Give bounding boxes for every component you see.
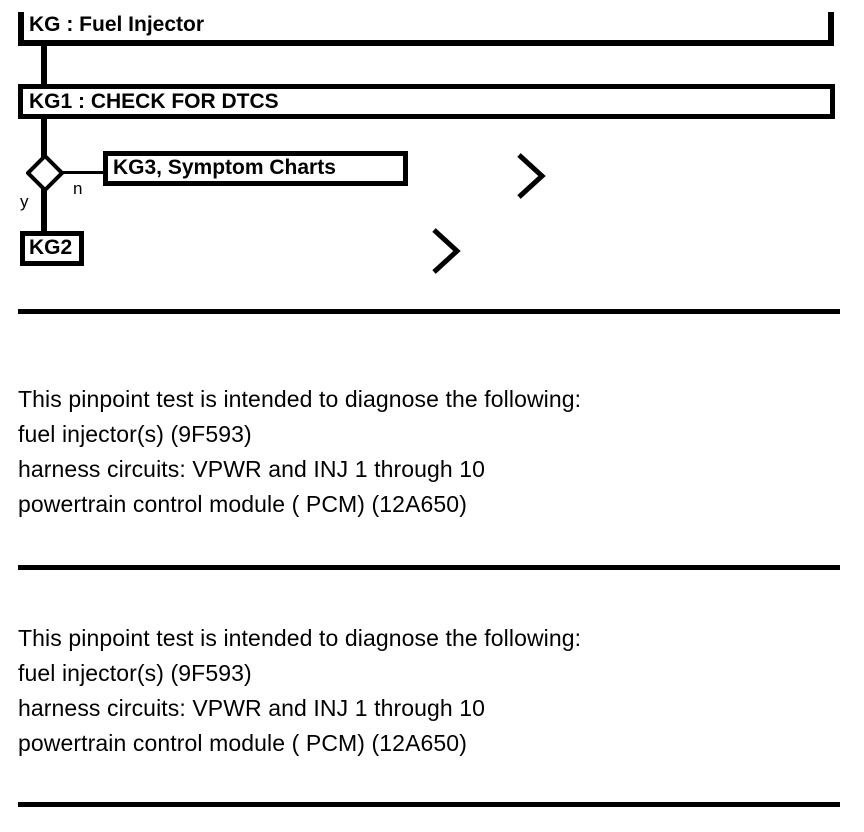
- flowchart-title-bar: KG : Fuel Injector: [18, 12, 834, 46]
- description-line: powertrain control module ( PCM) (12A650…: [18, 730, 467, 756]
- description-block: This pinpoint test is intended to diagno…: [18, 382, 818, 522]
- horizontal-divider: [18, 802, 840, 807]
- flowchart-ref-label-kg2: KG2: [29, 236, 73, 259]
- connector-decision-to-kg2: [41, 188, 47, 234]
- decision-no-label: n: [73, 179, 83, 198]
- description-line: harness circuits: VPWR and INJ 1 through…: [18, 456, 486, 482]
- connector-title-to-step: [41, 44, 47, 86]
- decision-diamond-icon: [26, 154, 64, 192]
- description-line: fuel injector(s) (9F593): [18, 660, 252, 686]
- decision-yes-label: y: [20, 192, 29, 211]
- connector-step-to-decision: [41, 117, 47, 157]
- description-line: This pinpoint test is intended to diagno…: [18, 386, 582, 412]
- description-line: harness circuits: VPWR and INJ 1 through…: [18, 695, 486, 721]
- description-line: powertrain control module ( PCM) (12A650…: [18, 491, 467, 517]
- flowchart-title-label: KG : Fuel Injector: [29, 13, 205, 36]
- flowchart-ref-box-kg2[interactable]: KG2: [20, 231, 84, 266]
- horizontal-divider: [18, 309, 840, 314]
- connector-decision-to-kg3: [61, 171, 104, 174]
- description-line: This pinpoint test is intended to diagno…: [18, 625, 582, 651]
- chevron-right-icon: [512, 151, 548, 201]
- flowchart-step-box-kg1[interactable]: KG1 : CHECK FOR DTCS: [18, 84, 835, 119]
- description-block: This pinpoint test is intended to diagno…: [18, 621, 818, 761]
- flowchart-ref-box-kg3[interactable]: KG3, Symptom Charts: [103, 151, 408, 186]
- flowchart-step-label: KG1 : CHECK FOR DTCS: [29, 90, 279, 113]
- description-line: fuel injector(s) (9F593): [18, 421, 252, 447]
- horizontal-divider: [18, 565, 840, 570]
- flowchart-ref-label-kg3: KG3, Symptom Charts: [113, 156, 336, 179]
- chevron-right-icon: [427, 226, 463, 276]
